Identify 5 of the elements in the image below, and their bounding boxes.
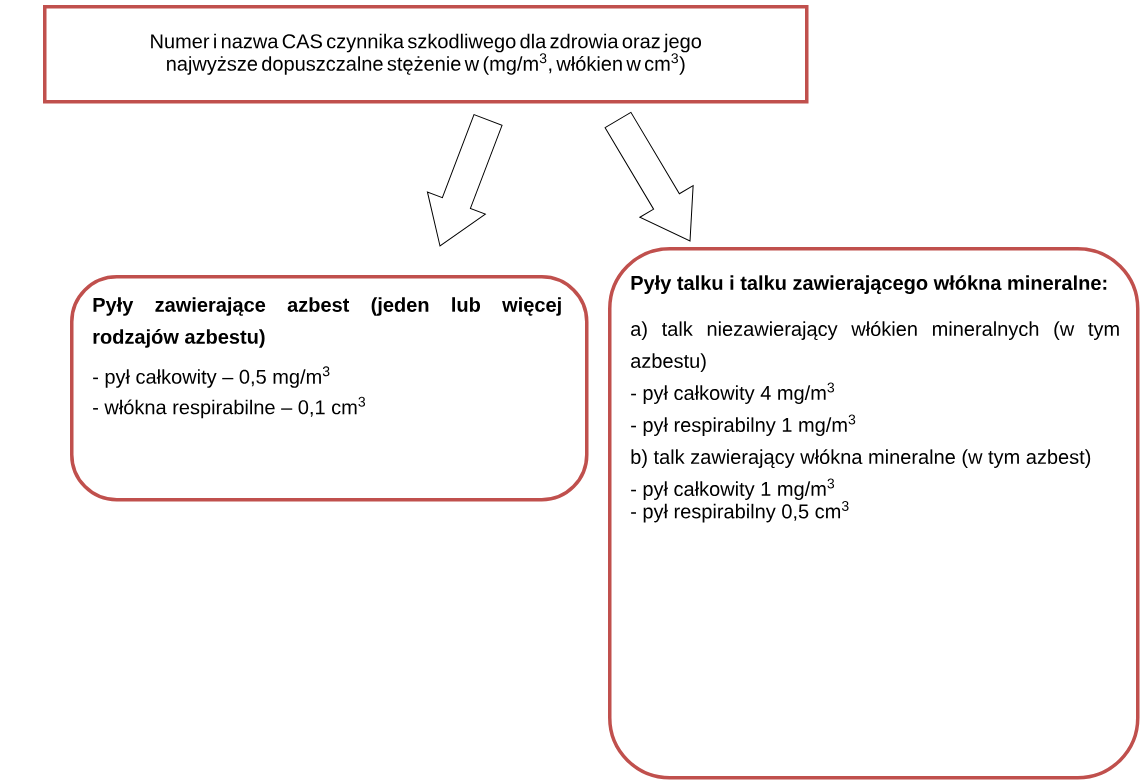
title-box: Numer i nazwa CAS czynnika szkodliwego dla zdrowia oraz jego najwyższe dopuszczalne stężenie w (mg/m$^{3}$, włókien w cm$^{3}$): [43, 5, 809, 104]
rounded-box: Pyły talku i talku zawierającego włókna mineralne: a) talk niezawierający włókien mineralnych (w tym azbestu) - pył całkowity 4 mg/m$^{3}$ - pył respirabilny 1 mg/m$^{3}$ b) talk zawierający włókna mineralne (w tym azbest) - pył całkowity 1 mg/m$^{3}$ - pył respirabilny 0,5 cm$^{3}$: [608, 247, 1140, 780]
block-arrow: [604, 111, 694, 242]
rounded-box: Pyły zawierające azbest (jeden lub więcej rodzajów azbestu) - pył całkowity – 0,5 mg/m$^{3}$ - włókna respirabilne – 0,1 cm$^{3}$: [70, 275, 589, 502]
block-arrow: [426, 114, 503, 247]
